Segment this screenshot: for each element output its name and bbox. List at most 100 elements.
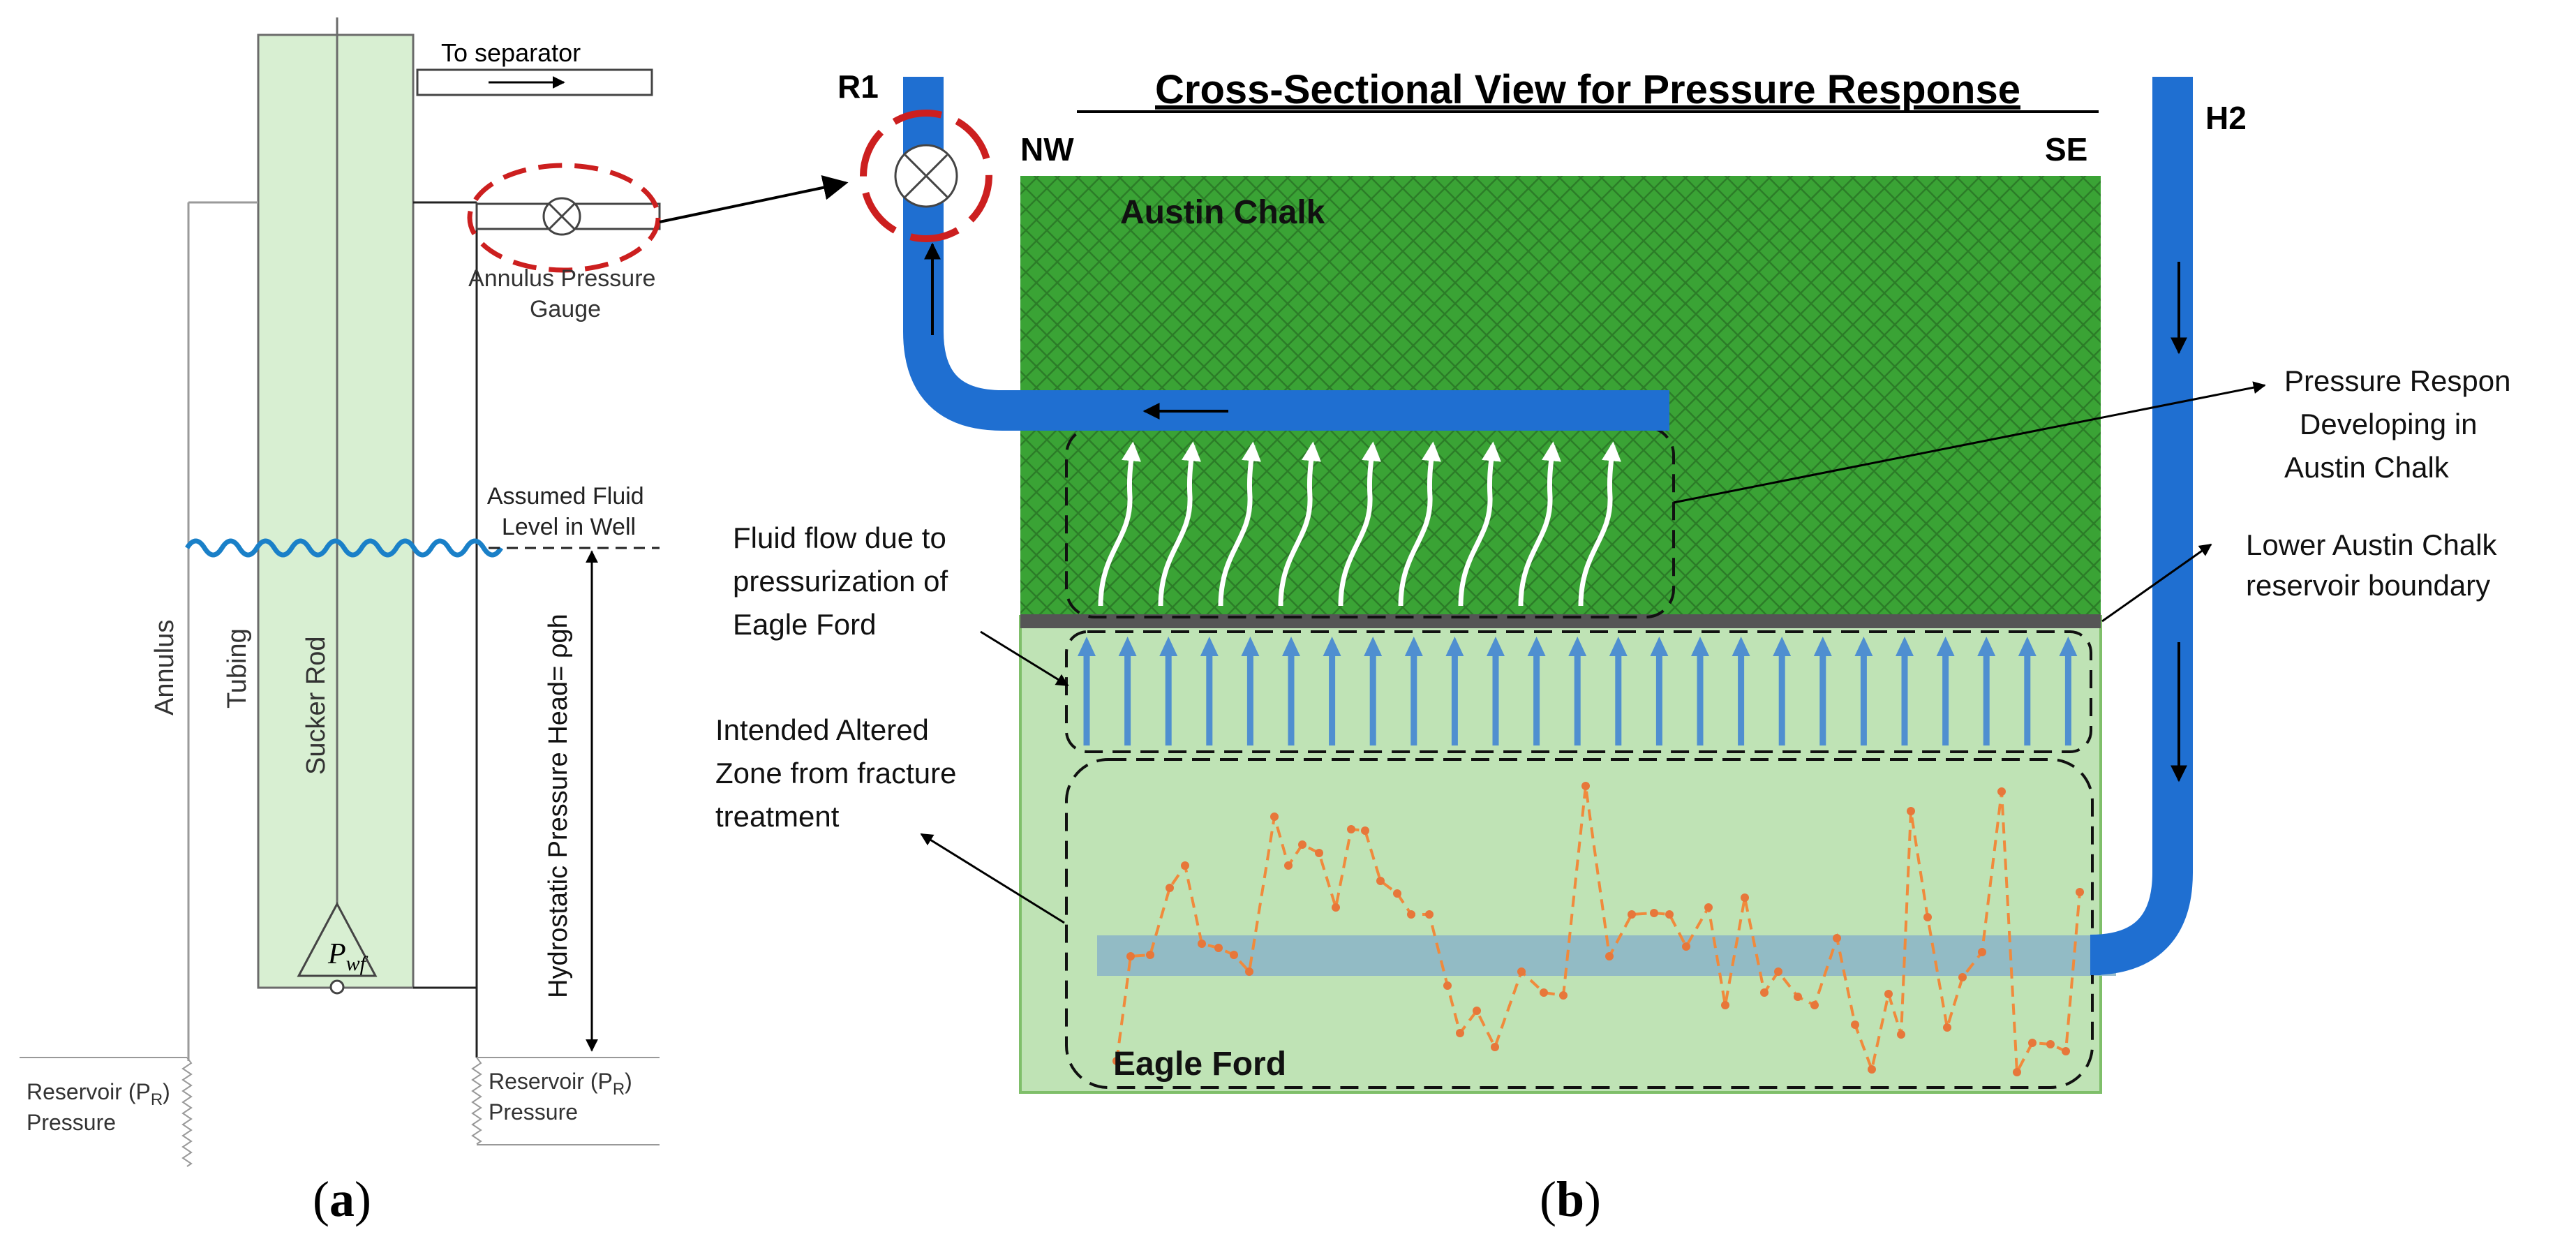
fracture-point [2013, 1068, 2021, 1076]
r1-valve-highlight [860, 110, 992, 242]
fracture-point [1425, 910, 1434, 919]
fracture-point [1473, 1007, 1481, 1015]
fracture-point [1958, 973, 1967, 981]
reservoir-left-label: Reservoir (PR) Pressure [27, 1079, 177, 1135]
reservoir-right: Reservoir (PR) Pressure [471, 1057, 660, 1145]
fracture-point [1146, 951, 1154, 959]
arrow-up-icon [1813, 637, 1832, 656]
standing-valve-icon [329, 979, 345, 995]
chalk-flow-arrow [1398, 441, 1441, 607]
arrow-up-icon [1527, 637, 1546, 656]
caption-b: (b) [1540, 1171, 1601, 1227]
fracture-point [1315, 849, 1323, 857]
annulus-gauge-label: Annulus Pressure Gauge [468, 265, 662, 322]
caption-a: (a) [313, 1171, 371, 1227]
chalk-flow-arrow [1458, 441, 1501, 607]
fracture-point [1393, 889, 1401, 898]
fracture-point [1214, 944, 1223, 952]
altered-zone-pointer [920, 833, 1065, 924]
fluid-flow-zone [1065, 630, 2092, 753]
fracture-point [1868, 1065, 1876, 1074]
sucker-rod-label: Sucker Rod [301, 636, 331, 775]
fracture-point [1517, 967, 1526, 976]
fracture-point [1943, 1023, 1951, 1032]
arrow-up-icon [1118, 637, 1137, 656]
altered-zone [1065, 758, 2094, 1089]
fracture-point [1361, 826, 1369, 835]
arrow-up-icon [2018, 637, 2037, 656]
fracture-point [1581, 782, 1590, 790]
fluid-flow-pointer [980, 630, 1069, 687]
chalk-flow-arrow [1098, 441, 1141, 607]
fracture-point [2076, 888, 2084, 896]
fluid-level-label: Assumed Fluid Level in Well [487, 483, 650, 540]
gauge-link-arrow [659, 175, 849, 223]
eagle-ford-layer [1019, 615, 2102, 1094]
fracture-point [1760, 988, 1769, 997]
r1-valve-cross-icon [904, 154, 948, 198]
fracture-point [1833, 934, 1841, 942]
arrow-up-icon [1650, 637, 1669, 656]
fluid-level-wave [185, 538, 503, 558]
fracture-point [1741, 893, 1749, 902]
fracture-point [1112, 1057, 1121, 1065]
fracture-point [1126, 952, 1135, 960]
fracture-point [1682, 942, 1690, 951]
r1-label: R1 [837, 68, 879, 105]
chalk-flow-arrow [1518, 441, 1561, 607]
panel-b-title: Cross-Sectional View for Pressure Respon… [1155, 67, 2020, 112]
gauge-highlight-ellipse [467, 163, 661, 273]
fracture-point [1794, 993, 1802, 1001]
chalk-flow-arrows-group [1098, 441, 1621, 607]
chalk-flow-arrow [1578, 441, 1621, 607]
r1-wellbore [903, 77, 1669, 431]
fracture-point [2028, 1039, 2037, 1047]
fracture-point [1665, 910, 1674, 919]
fracture-point [1491, 1043, 1499, 1051]
tubing-label: Tubing [223, 628, 252, 708]
fluid-flow-label: Fluid flow due to pressurization of Eagl… [733, 521, 956, 641]
arrow-up-icon [1200, 637, 1219, 656]
fracture-trace-line [1115, 785, 2081, 1078]
arrow-up-icon [1487, 637, 1505, 656]
altered-zone-label: Intended Altered Zone from fracture trea… [715, 713, 965, 833]
fracture-point [1181, 861, 1189, 870]
fracture-point [1997, 787, 2006, 796]
pressure-response-label: Pressure Respon Developing in Austin Cha… [2284, 364, 2519, 484]
fracture-point [1907, 807, 1915, 815]
h2-label: H2 [2205, 100, 2247, 136]
eagle-ford-label: Eagle Ford [1113, 1046, 1286, 1083]
lower-boundary-pointer [2101, 543, 2212, 623]
fracture-point [1897, 1030, 1905, 1039]
chalk-flow-arrow [1338, 441, 1381, 607]
fracture-point [1298, 840, 1306, 849]
chalk-flow-arrow [1218, 441, 1261, 607]
lower-boundary-label: Lower Austin Chalk reservoir boundary [2246, 528, 2505, 602]
fracture-point [1347, 825, 1355, 833]
nw-label: NW [1020, 131, 1074, 168]
fracture-point [2062, 1047, 2070, 1055]
h2-wellbore [2090, 77, 2193, 975]
fracture-point [1605, 952, 1614, 960]
arrow-up-icon [1609, 637, 1628, 656]
hydrostatic-label: Hydrostatic Pressure Head= ρgh [544, 614, 573, 998]
fracture-point [1851, 1021, 1859, 1029]
pressure-response-pointer [1673, 381, 2266, 504]
arrow-up-icon [1977, 637, 1996, 656]
arrow-up-icon [1078, 637, 1096, 656]
fracture-point [1376, 877, 1385, 885]
panel-a: Pwf To separator Annulus Pressure Gauge … [20, 17, 662, 1227]
chalk-flow-arrow [1278, 441, 1321, 607]
reservoir-right-zigzag [471, 1057, 482, 1145]
arrow-up-icon [1159, 637, 1178, 656]
arrow-up-icon [2059, 637, 2078, 656]
pump-triangle-icon [297, 901, 378, 977]
arrow-up-icon [1691, 637, 1709, 656]
fracture-point [1407, 910, 1415, 919]
fracture-trace-group [1112, 782, 2084, 1078]
fracture-point [1721, 1001, 1729, 1009]
arrow-up-icon [1936, 637, 1955, 656]
se-label: SE [2045, 131, 2087, 168]
flow-arrows-group [1078, 637, 2078, 745]
